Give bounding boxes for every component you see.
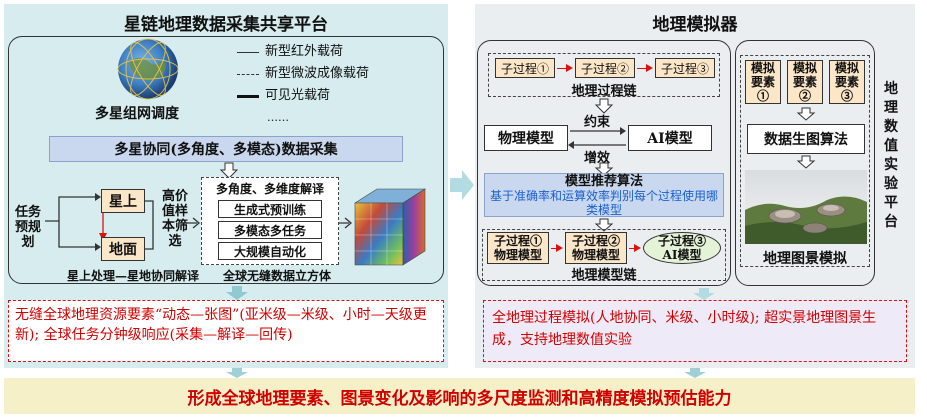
- red-arrow: [629, 244, 641, 252]
- red-arrow: [557, 64, 573, 72]
- down-arrow-icon: [594, 98, 614, 114]
- left-output-box: 无缝全球地理资源要素“动态—张图”(亚米级—米级、小时—天级更新); 全球任务分…: [8, 300, 444, 362]
- filter-label: 高价值样本筛选: [161, 189, 188, 249]
- scene-image-icon: [745, 170, 867, 244]
- down-arrow-icon: [219, 162, 239, 179]
- sim-element: 模拟要素③: [829, 60, 865, 104]
- scene-frame: 模拟要素① 模拟要素② 模拟要素③ 数据生图算法 地理图景模拟: [735, 40, 875, 286]
- interp-title: 多角度、多维度解译: [215, 182, 324, 196]
- ai-model-box: AI模型: [628, 125, 712, 151]
- left-main-frame: 新型红外载荷 新型微波成像载荷 可见光载荷 …… 多星组网调度 多星协同(多角度…: [8, 36, 444, 284]
- bottom-banner: 形成全球地理要素、图景变化及影响的多尺度监测和高精度模拟预估能力: [4, 378, 915, 414]
- constrain-label: 约束: [584, 115, 611, 130]
- down-arrow-icon: [796, 107, 816, 121]
- gen-algo-box: 数据生图算法: [747, 124, 865, 154]
- task-connectors: [45, 193, 107, 251]
- bottom-caption: 星上处理—星地协同解译: [67, 269, 200, 283]
- cube-label: 全球无缝数据立方体: [223, 269, 332, 283]
- sim-element: 模拟要素①: [745, 60, 781, 104]
- right-arrow-icon: [339, 217, 353, 229]
- payload-item: 可见光载荷: [237, 85, 369, 107]
- down-arrow-icon: [226, 368, 248, 378]
- right-panel-title: 地理模拟器: [652, 15, 738, 35]
- process-chain-box: 子过程① 子过程② 子过程③ 地理过程链: [488, 53, 720, 99]
- interp-item: 多模态多任务: [218, 221, 322, 239]
- down-arrow-icon: [594, 162, 614, 176]
- ground-box: 地面: [101, 237, 145, 261]
- scene-inner-box: 模拟要素① 模拟要素② 模拟要素③ 数据生图算法 地理图景模拟: [740, 55, 870, 267]
- interp-box: 多角度、多维度解译 生成式预训练 多模态多任务 大规模自动化: [201, 177, 339, 265]
- platform-label: 地理数值实验平台: [884, 81, 898, 230]
- recommend-box: 模型推荐算法 基于准确率和运算效率判别每个过程使用哪类模型: [484, 173, 724, 217]
- right-arrow-icon: [187, 217, 201, 229]
- red-arrow: [637, 64, 653, 72]
- filter-connectors: [145, 200, 154, 250]
- chain-item: 子过程②: [575, 58, 635, 78]
- enhance-label: 增效: [584, 151, 611, 166]
- right-output-box: 全地理过程模拟(人地协同、米级、小时级); 超实景地理图景生成，支持地理数值实验: [483, 300, 907, 362]
- middle-right-arrow-icon: [450, 170, 474, 200]
- payload-list: 新型红外载荷 新型微波成像载荷 可见光载荷 ……: [237, 41, 369, 129]
- red-arrow: [551, 244, 563, 252]
- down-arrow-icon: [693, 288, 715, 300]
- sim-element: 模拟要素②: [787, 60, 823, 104]
- data-cube-icon: [353, 188, 427, 266]
- onboard-box: 星上: [101, 189, 145, 213]
- physics-model-box: 物理模型: [484, 125, 568, 151]
- chain-label: 地理过程链: [571, 84, 637, 99]
- simulator-frame: 子过程① 子过程② 子过程③ 地理过程链 物理模型 AI模型 约束 增效 模型推…: [477, 40, 731, 286]
- task-label: 任务预规划: [14, 205, 41, 250]
- recommend-title: 模型推荐算法: [564, 174, 643, 189]
- right-panel: 地理模拟器 子过程① 子过程② 子过程③ 地理过程链 物理模型 AI模型 约束 …: [475, 4, 915, 368]
- collection-bar: 多星协同(多角度、多模态)数据采集: [49, 136, 403, 162]
- down-arrow-icon: [594, 218, 614, 232]
- left-panel: 星链地理数据采集共享平台 新型红外载荷 新型微波成像载荷 可见光载荷 ……: [4, 4, 448, 368]
- multi-sat-label: 多星组网调度: [95, 106, 179, 122]
- globe-icon: [117, 38, 179, 100]
- interp-item: 生成式预训练: [218, 200, 322, 218]
- payload-item: 新型红外载荷: [237, 41, 369, 63]
- down-arrow-icon: [796, 155, 816, 169]
- model-chain-label: 地理模型链: [571, 268, 637, 283]
- down-arrow-icon: [226, 286, 248, 300]
- chain-item: 子过程③: [655, 58, 715, 78]
- scene-label: 地理图景模拟: [763, 251, 847, 267]
- recommend-desc: 基于准确率和运算效率判别每个过程使用哪类模型: [489, 189, 718, 217]
- down-arrow-icon: [684, 368, 706, 378]
- interp-item: 大规模自动化: [218, 242, 322, 260]
- exchange-arrows: [568, 127, 626, 149]
- payload-item: 新型微波成像载荷: [237, 63, 369, 85]
- left-panel-title: 星链地理数据采集共享平台: [124, 15, 328, 35]
- payload-item: ……: [267, 111, 289, 124]
- chain-item: 子过程①: [495, 58, 555, 78]
